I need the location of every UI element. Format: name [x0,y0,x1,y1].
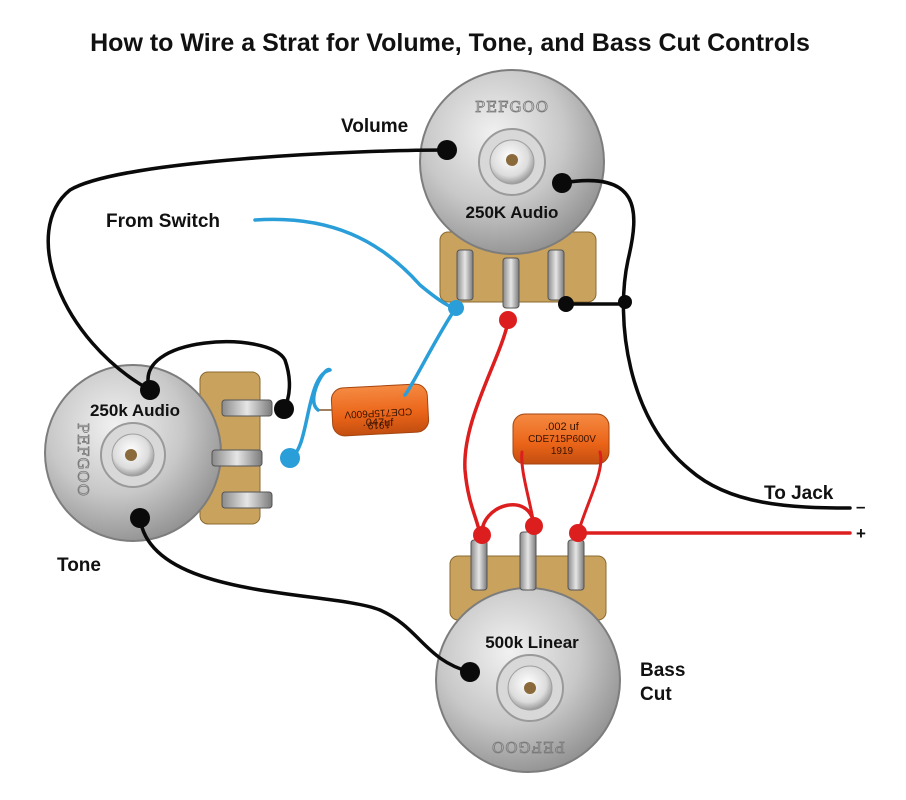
tone-label: Tone [57,555,101,576]
bass-cut-pot: PEFGOO 500k Linear [435,531,621,773]
wire-to-jack-ground [560,178,852,510]
tone-cap-model: CDE715P600V [344,405,413,420]
tone-pot-brand: PEFGOO [74,423,92,497]
volume-pot-shaft [506,154,518,166]
bass-cut-pot-lugs [470,531,585,591]
tone-pot-lugs [211,399,273,509]
wire-from-switch [253,217,458,310]
volume-label: Volume [341,116,408,137]
jack-hot-sign: + [856,524,866,543]
wire-volume-to-cap [403,306,458,397]
wire-volume-to-tone [46,148,449,392]
wire-tone-ground-loop [146,340,292,410]
wire-volume-output-to-bass-cut [463,320,510,537]
solder-points [130,140,632,682]
tone-capacitor: 1919 CDE715P600V .047uf [318,383,430,437]
bass-cut-pot-rating: 500k Linear [485,633,579,652]
bass-cut-pot-brand: PEFGOO [491,738,565,756]
jack-ground-sign: – [856,497,865,516]
volume-pot-brand: PEFGOO [475,98,549,116]
wire-tone-to-bass-cut [138,516,472,674]
to-jack-label: To Jack [764,483,834,504]
bass-cap-value: .002 uf [545,421,580,433]
bass-cut-pot-shaft [524,682,536,694]
from-switch-label: From Switch [106,211,220,232]
bass-capacitor: .002 uf CDE715P600V 1919 [512,413,610,465]
bass-cap-code: 1919 [551,446,574,457]
volume-pot-rating: 250K Audio [466,203,559,222]
tone-cap-value: .047uf [363,417,395,429]
bass-cut-label-line1: Bass [640,660,685,681]
tone-cap-code: 1919 [367,418,390,430]
wire-bass-cap-lead2 [576,450,603,535]
page-title: How to Wire a Strat for Volume, Tone, an… [90,29,810,57]
volume-pot: PEFGOO 250K Audio [419,69,605,309]
bass-cut-label-line2: Cut [640,684,672,705]
tone-pot-shaft [125,449,137,461]
tone-pot-rating: 250k Audio [90,401,180,420]
volume-pot-lugs [456,249,565,309]
wire-cap-to-tone [288,368,332,460]
bass-cap-model: CDE715P600V [528,434,596,445]
tone-pot: PEFGOO 250k Audio [44,364,273,542]
